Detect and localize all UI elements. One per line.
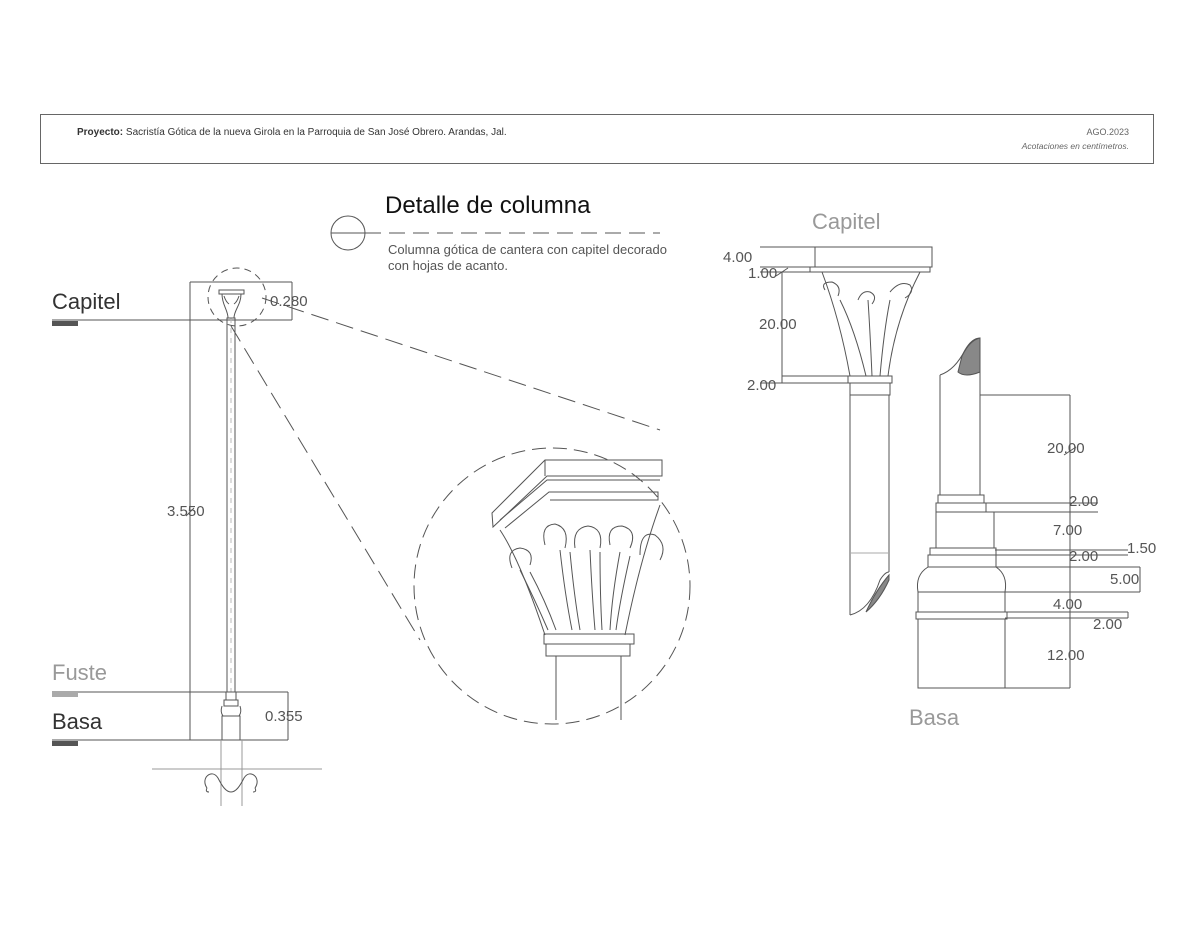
basa-dim-2: 2.00: [1069, 493, 1099, 510]
capitel-dim-2: 1.00: [748, 265, 778, 282]
project-label: Proyecto:: [77, 127, 124, 138]
basa-dim-8: 2.00: [1093, 616, 1123, 633]
basa-dim-3: 7.00: [1053, 522, 1083, 539]
capital-detail-circle: [413, 447, 691, 725]
capitel-height-dim: 0.280: [270, 293, 308, 310]
units-note: Acotaciones en centímetros.: [1021, 141, 1129, 151]
basa-detail-title: Basa: [909, 705, 960, 730]
capitel-profile: [760, 246, 933, 616]
title-block: Proyecto: Sacristía Gótica de la nueva G…: [40, 114, 1154, 164]
project-text: Sacristía Gótica de la nueva Girola en l…: [125, 127, 507, 138]
date-text: AGO.2023: [1086, 127, 1129, 137]
base-height-dim: 0.355: [265, 708, 303, 725]
basa-dim-7: 4.00: [1053, 596, 1083, 613]
fuste-label-bar: [52, 692, 78, 697]
capitel-dim-4: 2.00: [747, 377, 777, 394]
capitel-label: Capitel: [52, 289, 121, 314]
detail-callout-symbol: [330, 215, 660, 251]
capitel-detail-title: Capitel: [812, 209, 881, 234]
basa-dim-6: 5.00: [1110, 571, 1140, 588]
shaft-height-dim: 3.550: [167, 503, 205, 520]
basa-dim-1: 20.00: [1047, 440, 1085, 457]
basa-label: Basa: [52, 709, 103, 734]
detail-description: Columna gótica de cantera con capitel de…: [388, 242, 667, 273]
elevation-view: [52, 267, 322, 806]
detail-title: Detalle de columna: [385, 192, 591, 219]
capitel-dim-3: 20.00: [759, 316, 797, 333]
basa-label-bar: [52, 741, 78, 746]
project-info: Proyecto: Sacristía Gótica de la nueva G…: [77, 126, 547, 140]
capitel-label-bar: [52, 321, 78, 326]
basa-dim-5: 2.00: [1069, 548, 1099, 565]
basa-dim-4: 1.50: [1127, 540, 1157, 557]
basa-dim-9: 12.00: [1047, 647, 1085, 664]
fuste-label: Fuste: [52, 660, 108, 685]
basa-profile: [915, 337, 1141, 689]
capitel-dim-1: 4.00: [723, 249, 753, 266]
meta-info: AGO.2023 Acotaciones en centímetros.: [1022, 125, 1129, 153]
